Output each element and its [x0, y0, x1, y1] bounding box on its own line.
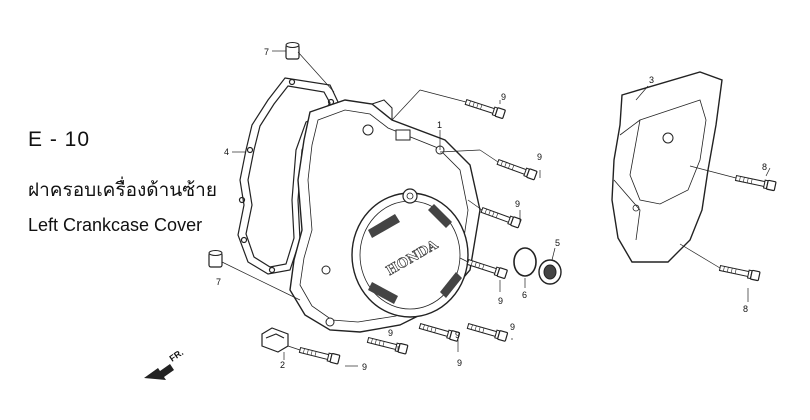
- bolt-9-bottom-4: [466, 321, 509, 342]
- bolt-9-middle: [479, 205, 522, 229]
- callout-9-bottom-1: 9: [362, 362, 367, 372]
- bolt-9-upper-right: [495, 157, 538, 181]
- dowel-pin-upper: [285, 42, 300, 60]
- crankcase-cover: HONDA: [289, 99, 481, 333]
- dowel-pin-lower: [208, 250, 223, 268]
- front-direction-arrow: FR.: [144, 347, 185, 380]
- callout-8-lower: 8: [743, 304, 748, 314]
- front-direction-label: FR.: [168, 347, 186, 363]
- callout-2: 2: [280, 360, 285, 370]
- o-ring: [513, 247, 537, 277]
- callout-9-middle: 9: [515, 199, 520, 209]
- callout-9-right-lower: 9: [498, 296, 503, 306]
- callout-9-bottom-4: 9: [510, 322, 515, 332]
- callout-9-top: 9: [501, 92, 506, 102]
- callout-1: 1: [437, 120, 442, 130]
- bolt-9-right-lower: [466, 257, 509, 280]
- bolt-9-top: [464, 97, 507, 120]
- callout-9-bottom-3b: 9: [457, 358, 462, 368]
- callout-7-upper: 7: [264, 47, 269, 57]
- callout-7-lower: 7: [216, 277, 221, 287]
- callout-3: 3: [649, 75, 654, 85]
- bolt-8-upper: [734, 172, 777, 192]
- callout-6: 6: [522, 290, 527, 300]
- bolt-9-bottom-1: [298, 345, 341, 365]
- callout-8-upper: 8: [762, 162, 767, 172]
- bolt-8-lower: [718, 262, 761, 282]
- title-thai: ฝาครอบเครื่องด้านซ้าย: [28, 179, 217, 201]
- callouts: 7 4 7 1 3 9 9 9 5 6 9 8 8 9 9 9 9 9 2: [216, 47, 767, 372]
- callout-9-upper-right: 9: [537, 152, 542, 162]
- cable-clamp: [261, 327, 289, 353]
- bolt-9-bottom-3: [418, 321, 461, 342]
- callout-5: 5: [555, 238, 560, 248]
- callout-4: 4: [224, 147, 229, 157]
- leader-lines: [221, 50, 771, 367]
- title-english: Left Crankcase Cover: [28, 215, 203, 235]
- callout-9-bottom-2: 9: [388, 328, 393, 338]
- sprocket-cover: [611, 71, 723, 263]
- callout-9-bottom-3: 9: [455, 330, 460, 340]
- hole-cap: [538, 259, 562, 285]
- section-code: E - 10: [28, 128, 91, 151]
- bolt-9-bottom-2: [366, 335, 409, 355]
